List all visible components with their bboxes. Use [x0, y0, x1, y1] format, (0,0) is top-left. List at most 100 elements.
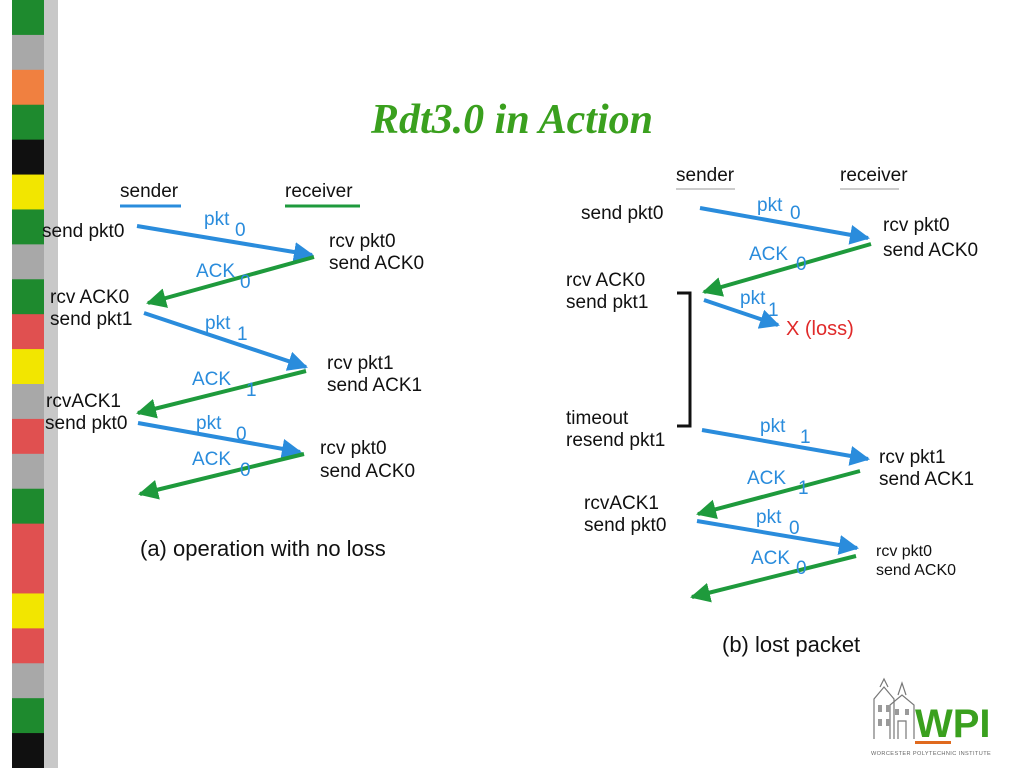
a-sender-label: send pkt0: [45, 413, 127, 434]
b-receiver-label: rcv pkt0: [876, 543, 932, 560]
a-receiver-label: send ACK0: [329, 253, 424, 274]
b-pkt1-lost-arrow: [703, 298, 780, 329]
a-msg-label: ACK: [192, 449, 231, 470]
diagram-b: sender receiver send pkt0 rcv ACK0 send …: [566, 165, 978, 657]
strip-block: [12, 488, 44, 525]
b-msg-label: ACK: [749, 244, 788, 265]
b-sender-label: send pkt1: [566, 292, 648, 313]
a-receiver-label: rcv pkt0: [329, 231, 396, 252]
strip-block: [12, 244, 44, 280]
strip-block: [12, 279, 44, 315]
b-caption: (b) lost packet: [722, 632, 860, 657]
b-receiver-label: rcv pkt1: [879, 447, 946, 468]
a-receiver-header: receiver: [285, 181, 353, 202]
b-msg-label: pkt: [756, 507, 782, 528]
b-msg-num: 0: [796, 254, 807, 275]
b-msg-num: 1: [800, 427, 811, 448]
a-pkt0b-arrow: [137, 421, 302, 459]
b-ack1-arrow: [696, 469, 861, 520]
b-msg-label: pkt: [757, 195, 783, 216]
a-msg-label: ACK: [192, 369, 231, 390]
b-msg-num: 0: [789, 518, 800, 539]
a-msg-num: 1: [237, 324, 248, 345]
a-msg-num: 0: [236, 424, 247, 445]
strip-shadow: [44, 0, 58, 768]
a-ack0b-arrow: [138, 452, 305, 500]
strip-block: [12, 209, 44, 245]
b-msg-label: pkt: [740, 288, 766, 309]
a-caption: (a) operation with no loss: [140, 536, 386, 561]
b-sender-label: timeout: [566, 408, 629, 429]
a-ack0-arrow: [146, 255, 315, 308]
a-receiver-label: send ACK0: [320, 461, 415, 482]
a-sender-label: rcv ACK0: [50, 287, 129, 308]
b-msg-num: 1: [768, 300, 779, 321]
strip-block: [12, 663, 44, 699]
b-pkt1-resend-arrow: [701, 428, 870, 466]
a-msg-label: pkt: [204, 209, 230, 230]
a-msg-num: 0: [240, 272, 251, 293]
b-msg-label: pkt: [760, 416, 786, 437]
b-msg-num: 0: [796, 558, 807, 579]
a-sender-header: sender: [120, 181, 179, 202]
a-msg-label: pkt: [205, 313, 231, 334]
slide-title: Rdt3.0 in Action: [370, 97, 653, 143]
b-pkt0b-arrow: [696, 519, 859, 555]
a-msg-label: ACK: [196, 261, 235, 282]
strip-block: [12, 314, 44, 350]
strip-block: [12, 523, 44, 560]
strip-block: [12, 0, 44, 36]
b-sender-label: resend pkt1: [566, 430, 665, 451]
strip-block: [12, 104, 44, 141]
strip-block: [12, 698, 44, 734]
b-msg-num: 0: [790, 203, 801, 224]
b-msg-label: ACK: [747, 468, 786, 489]
b-sender-label: rcvACK1: [584, 493, 659, 514]
strip-block: [12, 139, 44, 176]
strip-block: [12, 349, 44, 385]
b-sender-header: sender: [676, 165, 735, 186]
wpi-logo-subtext: WORCESTER POLYTECHNIC INSTITUTE: [871, 751, 991, 757]
b-receiver-label: rcv pkt0: [883, 215, 950, 236]
a-receiver-label: send ACK1: [327, 375, 422, 396]
b-receiver-label: send ACK0: [883, 240, 978, 261]
b-ack0-arrow: [702, 242, 872, 297]
b-receiver-label: send ACK0: [876, 562, 956, 579]
b-receiver-header: receiver: [840, 165, 908, 186]
b-sender-label: send pkt0: [584, 515, 666, 536]
a-pkt0-arrow: [136, 224, 314, 262]
b-msg-num: 1: [798, 478, 809, 499]
timeout-bracket: [677, 291, 692, 428]
b-pkt0-arrow: [699, 206, 870, 245]
wpi-logo-text: WPI: [915, 702, 991, 746]
loss-label: X (loss): [786, 318, 854, 340]
a-sender-label: rcvACK1: [46, 391, 121, 412]
strip-block: [12, 453, 44, 490]
b-sender-label: send pkt0: [581, 203, 663, 224]
a-receiver-label: rcv pkt0: [320, 438, 387, 459]
left-color-strip: [12, 0, 58, 768]
a-msg-label: pkt: [196, 413, 222, 434]
strip-block: [12, 593, 44, 629]
b-ack0b-arrow: [690, 554, 857, 603]
a-sender-label: send pkt0: [42, 221, 124, 242]
strip-block: [12, 34, 44, 71]
strip-block: [12, 628, 44, 664]
diagram-a: sender receiver send pkt0 rcv ACK0 send …: [42, 181, 424, 561]
strip-block: [12, 384, 44, 420]
a-sender-label: send pkt1: [50, 309, 132, 330]
b-msg-label: ACK: [751, 548, 790, 569]
b-receiver-label: send ACK1: [879, 469, 974, 490]
strip-block: [12, 69, 44, 106]
strip-block: [12, 558, 44, 594]
a-msg-num: 1: [246, 380, 257, 401]
b-sender-label: rcv ACK0: [566, 270, 645, 291]
strip-block: [12, 418, 44, 455]
a-pkt1-arrow: [143, 311, 308, 371]
a-ack1-arrow: [136, 369, 307, 419]
a-receiver-label: rcv pkt1: [327, 353, 394, 374]
strip-block: [12, 174, 44, 210]
strip-block: [12, 733, 44, 768]
